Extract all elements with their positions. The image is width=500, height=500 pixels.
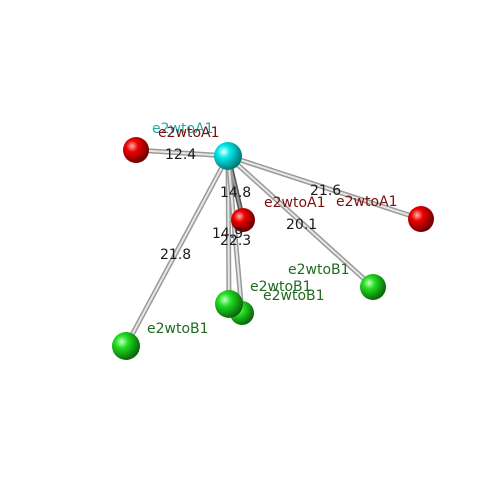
- atoms: [112, 137, 434, 360]
- atom-mid-green-a: [215, 290, 243, 318]
- atom-center-cyan: [214, 142, 242, 170]
- atom-bottom-left-green: [112, 332, 140, 360]
- label-right-green: e2wtoB1: [288, 262, 350, 278]
- label-mid-green-1: e2wtoB1: [250, 279, 312, 295]
- distance-to-mid-green-b: 22.3: [220, 233, 251, 249]
- distance-to-mid-red: 14.8: [220, 185, 251, 201]
- atom-mid-red: [231, 208, 255, 232]
- label-center: e2wtoA1: [152, 121, 214, 137]
- distance-to-top-left: 12.4: [165, 147, 196, 163]
- atom-labels: e2wtoA1 e2wtoA1 e2wtoA1 e2wtoA1 e2wtoB1 …: [147, 121, 398, 337]
- distance-to-bottom-left: 21.8: [160, 247, 191, 263]
- label-top-left: e2wtoA1: [158, 125, 220, 141]
- atom-right-red: [408, 206, 434, 232]
- atom-right-green: [360, 274, 386, 300]
- atom-top-left-red: [123, 137, 149, 163]
- distance-to-mid-green-a: 14.9: [212, 226, 243, 242]
- label-mid-red: e2wtoA1: [264, 195, 326, 211]
- label-mid-green-2: e2wtoB1: [263, 288, 325, 304]
- distance-labels: 12.4 14.8 21.6 20.1 14.9 22.3 21.8: [160, 147, 341, 263]
- label-right-red: e2wtoA1: [336, 194, 398, 210]
- label-bottom-left: e2wtoB1: [147, 321, 209, 337]
- bond-lines: [123, 147, 424, 349]
- distance-to-right-green: 20.1: [286, 217, 317, 233]
- distance-to-right-red: 21.6: [310, 183, 341, 199]
